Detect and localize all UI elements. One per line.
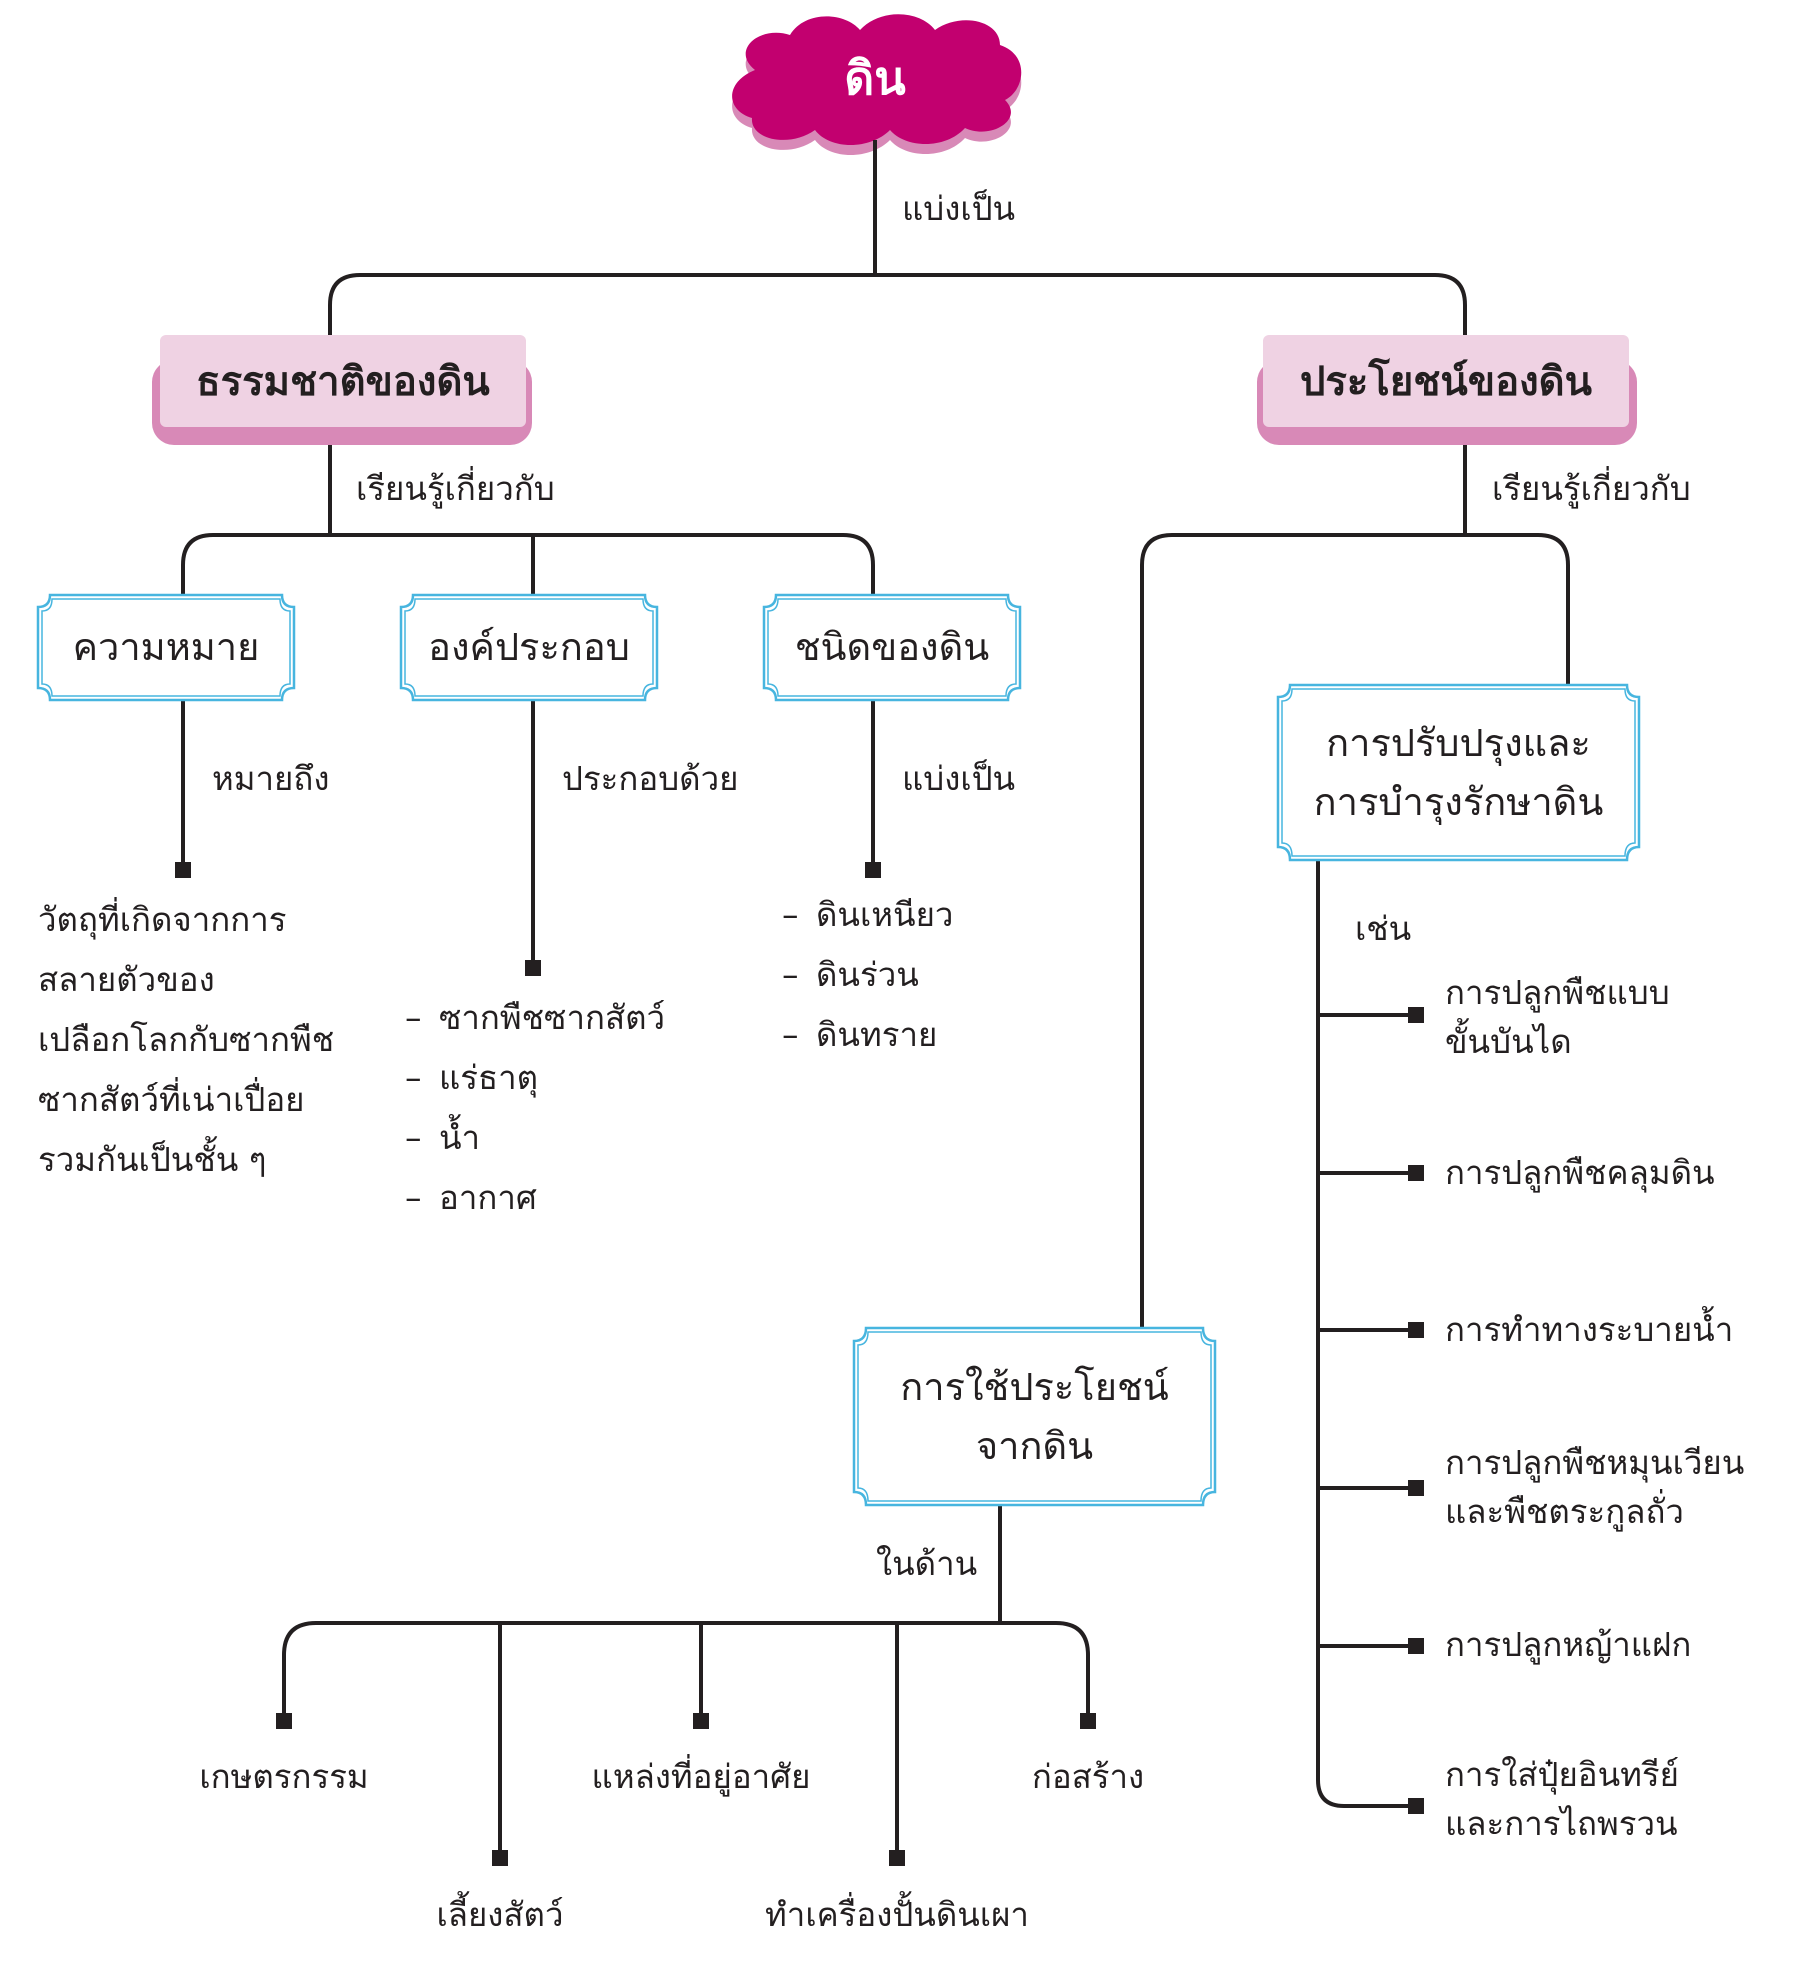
improve-title-line: การปรับปรุงและ [1326,720,1591,765]
bullet-markers [175,862,1424,1866]
usage-title-line: จากดิน [975,1423,1094,1468]
usage-item: แหล่งที่อยู่อาศัย [591,1757,811,1796]
composition-item: –อากาศ [405,1178,537,1217]
soil-types-box: ชนิดของดิน [794,625,990,670]
benefit-box: ประโยชน์ของดิน [1300,359,1592,405]
improve-item: การทำทางระบายน้ำ [1445,1310,1734,1349]
root-title: ดิน [844,50,906,105]
usage-item: เกษตรกรรม [199,1757,369,1796]
usage-title-line: การใช้ประโยชน์ [900,1364,1169,1409]
improve-item: การปลูกพืชแบบ ขั้นบันได [1445,973,1670,1061]
composition-item: –ซากพืชซากสัตว์ [405,998,666,1037]
composition-item: –น้ำ [405,1118,481,1157]
meaning-line: สลายตัวของ [38,960,215,999]
connector-lines [181,140,1570,1855]
improve-box: การปรับปรุงและ การบำรุงรักษาดิน [1278,685,1639,860]
composition-list: –ซากพืชซากสัตว์ –แร่ธาตุ –น้ำ –อากาศ [405,988,665,1228]
pink-box-shapes [152,335,1637,445]
nature-edge-label: เรียนรู้เกี่ยวกับ [356,469,555,508]
blue-box-shapes [36,593,1641,1507]
soil-type-item: –ดินเหนียว [782,895,954,934]
improve-title-line: การบำรุงรักษาดิน [1313,779,1604,824]
root-edge-label: แบ่งเป็น [902,189,1016,228]
improve-item: การใส่ปุ๋ยอินทรีย์ และการไถพรวน [1445,1755,1679,1843]
blue-box-inner-borders [41,598,1636,1502]
soil-type-item: –ดินร่วน [782,955,919,994]
composition-edge-label: ประกอบด้วย [562,759,739,798]
improve-item: การปลูกพืชหมุนเวียน และพืชตระกูลถั่ว [1445,1443,1745,1531]
usage-edge-label: ในด้าน [876,1544,978,1583]
improve-item: การปลูกพืชคลุมดิน [1445,1153,1715,1192]
benefit-edge-label: เรียนรู้เกี่ยวกับ [1492,469,1691,508]
soil-types-list: –ดินเหนียว –ดินร่วน –ดินทราย [782,885,953,1065]
improve-edge-label: เช่น [1355,909,1412,948]
composition-item: –แร่ธาตุ [405,1058,539,1097]
usage-item: ทำเครื่องปั้นดินเผา [765,1895,1029,1934]
meaning-text: วัตถุที่เกิดจากการ สลายตัวของ เปลือกโลกก… [38,890,334,1190]
nature-box: ธรรมชาติของดิน [196,359,490,405]
usage-box: การใช้ประโยชน์ จากดิน [854,1328,1215,1505]
soil-types-edge-label: แบ่งเป็น [902,759,1016,798]
composition-box: องค์ประกอบ [428,625,630,670]
root-cloud-shape [732,14,1022,155]
meaning-line: รวมกันเป็นชั้น ๆ [38,1140,267,1179]
improve-item: การปลูกหญ้าแฝก [1445,1625,1692,1664]
meaning-line: วัตถุที่เกิดจากการ [38,900,287,939]
meaning-line: เปลือกโลกกับซากพืช [38,1020,335,1059]
usage-item: ก่อสร้าง [1031,1757,1145,1796]
usage-item: เลี้ยงสัตว์ [436,1895,564,1934]
meaning-line: ซากสัตว์ที่เน่าเปื่อย [38,1080,305,1119]
soil-type-item: –ดินทราย [782,1015,938,1054]
meaning-edge-label: หมายถึง [212,759,330,798]
meaning-box: ความหมาย [72,625,260,670]
